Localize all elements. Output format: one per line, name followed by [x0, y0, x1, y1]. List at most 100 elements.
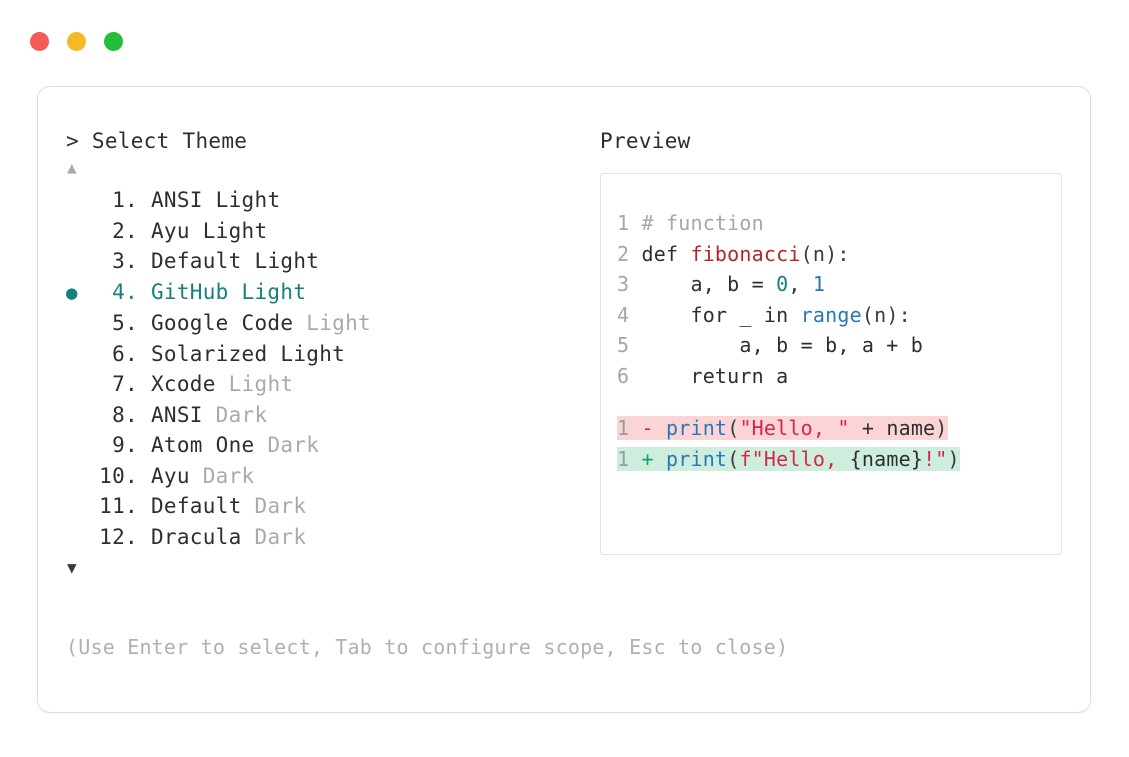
theme-list-item[interactable]: 3. Default Light: [66, 246, 546, 277]
theme-item-number: 5.: [112, 311, 138, 335]
code-token: range: [800, 302, 862, 327]
theme-item-number: 10.: [99, 463, 138, 488]
theme-item-variant: Light: [228, 372, 294, 396]
code-token: ): [947, 446, 960, 471]
theme-item-number: 8.: [112, 402, 138, 427]
prompt-title: Select Theme: [91, 129, 248, 153]
code-token: !": [923, 446, 948, 471]
theme-item-number: 12.: [99, 524, 138, 549]
selected-bullet-icon: ●: [66, 281, 78, 304]
theme-item-variant: Dark: [267, 433, 320, 457]
window-traffic-lights: [30, 32, 123, 51]
theme-item-number: 7.: [112, 372, 138, 396]
code-token: print: [665, 416, 728, 440]
code-token: for _ in: [641, 302, 801, 327]
code-token: (n):: [861, 302, 911, 327]
close-window-dot[interactable]: [30, 32, 49, 51]
code-token: ,: [788, 272, 813, 296]
theme-item-label: ANSI: [138, 402, 216, 427]
theme-item-variant: Dark: [215, 402, 268, 427]
theme-list-item[interactable]: 9. Atom One Dark: [66, 430, 546, 461]
theme-item-number: 1.: [112, 188, 138, 212]
theme-list-item[interactable]: 5. Google Code Light: [66, 308, 546, 339]
theme-list-item[interactable]: 8. ANSI Dark: [66, 400, 546, 431]
code-token: a, b = b, a + b: [641, 333, 924, 357]
code-line: 1 # function: [617, 208, 1045, 239]
keyboard-hint: (Use Enter to select, Tab to configure s…: [66, 635, 789, 659]
theme-item-number: 2.: [112, 218, 138, 243]
line-number: 1: [617, 416, 642, 440]
theme-item-variant: Light: [202, 218, 268, 243]
diff-minus-sign: -: [641, 416, 666, 440]
theme-item-label: Default: [138, 249, 255, 273]
diff-plus-sign: +: [641, 446, 666, 471]
theme-item-label: Xcode: [138, 372, 229, 396]
theme-item-number: 9.: [112, 433, 138, 457]
theme-list-item[interactable]: 10. Ayu Dark: [66, 461, 546, 492]
code-token: (: [727, 416, 740, 440]
theme-item-variant: Dark: [254, 524, 307, 549]
theme-list-item[interactable]: 7. Xcode Light: [66, 369, 546, 400]
code-spacer: [617, 391, 1045, 413]
code-line: 6 return a: [617, 361, 1045, 392]
code-token: (: [727, 446, 740, 471]
diff-highlight: 1 - print("Hello, " + name): [617, 416, 948, 440]
code-line: 5 a, b = b, a + b: [617, 330, 1045, 361]
theme-item-variant: Dark: [254, 494, 307, 518]
code-line: 4 for _ in range(n):: [617, 300, 1045, 331]
code-token: + name: [849, 416, 936, 440]
scroll-down-icon[interactable]: ▼: [67, 558, 77, 577]
theme-list-item[interactable]: 6. Solarized Light: [66, 339, 546, 370]
code-token: 1: [812, 272, 826, 296]
theme-item-variant: Light: [254, 249, 320, 273]
theme-item-variant: Light: [215, 188, 281, 212]
theme-list-item[interactable]: 11. Default Dark: [66, 491, 546, 522]
theme-item-label: Solarized: [138, 341, 281, 366]
page-title: [79, 129, 92, 153]
theme-list-item[interactable]: 12. Dracula Dark: [66, 522, 546, 553]
diff-removed-line: 1 - print("Hello, " + name): [617, 413, 1045, 444]
theme-item-variant: Light: [241, 279, 307, 304]
code-token: a, b =: [641, 272, 777, 296]
code-token: 0: [776, 272, 789, 296]
theme-item-label: GitHub: [138, 279, 242, 304]
theme-list-item[interactable]: 1. ANSI Light: [66, 185, 546, 216]
theme-item-variant: Light: [280, 341, 346, 366]
theme-item-label: Dracula: [138, 524, 255, 549]
diff-added-line: 1 + print(f"Hello, {name}!"): [617, 444, 1045, 475]
theme-item-variant: Dark: [202, 463, 255, 488]
prompt-row: > Select Theme: [66, 127, 546, 155]
theme-item-number: 6.: [112, 341, 138, 366]
code-token: # function: [641, 211, 764, 235]
diff-highlight: 1 + print(f"Hello, {name}!"): [617, 446, 960, 471]
theme-item-label: Ayu: [138, 218, 203, 243]
maximize-window-dot[interactable]: [104, 32, 123, 51]
theme-item-label: Google Code: [138, 311, 307, 335]
line-number: 2: [617, 241, 642, 266]
theme-item-label: Atom One: [138, 433, 268, 457]
diff-block: 1 - print("Hello, " + name)1 + print(f"H…: [617, 413, 1045, 474]
theme-list-item[interactable]: ●4. GitHub Light: [66, 277, 546, 309]
code-line: 3 a, b = 0, 1: [617, 269, 1045, 300]
code-token: ): [935, 416, 948, 440]
theme-item-label: Default: [138, 494, 255, 518]
preview-title: Preview: [600, 129, 691, 153]
code-token: {name}: [849, 446, 924, 471]
theme-item-label: ANSI: [138, 188, 216, 212]
minimize-window-dot[interactable]: [67, 32, 86, 51]
code-token: "Hello, ": [739, 416, 850, 440]
code-token: (n):: [800, 241, 850, 266]
code-token: return a: [641, 363, 789, 388]
line-number: 3: [617, 272, 642, 296]
code-token: fibonacci: [690, 241, 801, 266]
theme-list-item[interactable]: 2. Ayu Light: [66, 216, 546, 247]
scroll-up-icon[interactable]: ▲: [67, 158, 77, 177]
prompt-caret-icon: >: [66, 129, 79, 153]
line-number: 4: [617, 302, 642, 327]
